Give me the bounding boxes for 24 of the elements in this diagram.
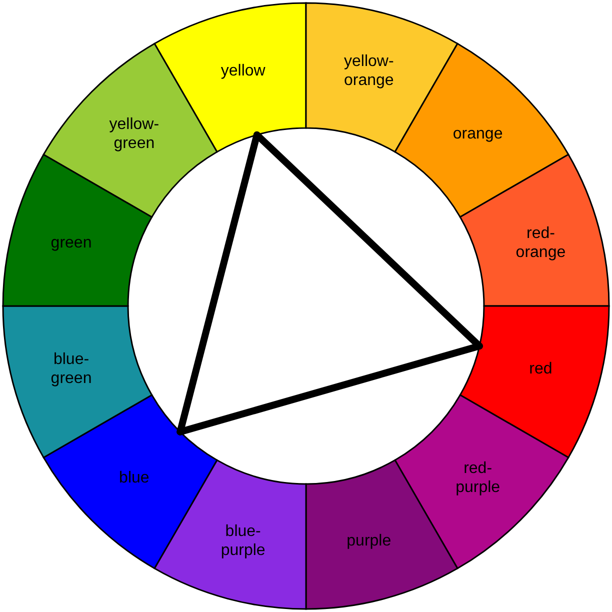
color-name: red-orange xyxy=(514,224,567,262)
color-name: blue xyxy=(118,468,150,488)
color-wedge xyxy=(2,305,153,458)
color-wedge xyxy=(394,394,570,570)
color-wedge xyxy=(42,394,218,570)
color-name: orange xyxy=(452,124,504,144)
color-wedge xyxy=(394,42,570,218)
color-name: purple xyxy=(346,531,392,550)
color-wedge xyxy=(305,459,458,610)
color-name: blue-purple xyxy=(220,522,266,560)
color-name: yellow-orange xyxy=(342,52,395,90)
color-name: yellow xyxy=(220,62,266,81)
color-name: red xyxy=(528,359,554,378)
color-wedge xyxy=(2,154,153,307)
color-wedge xyxy=(42,42,218,218)
color-name: blue-green xyxy=(50,350,93,388)
triangle-side xyxy=(176,131,260,436)
color-wedge xyxy=(459,154,610,307)
color-wedge xyxy=(154,459,307,610)
color-name: red-purple xyxy=(454,458,502,497)
color-name: green xyxy=(50,234,93,253)
color-name: yellow-green xyxy=(108,115,160,154)
triangle-side xyxy=(176,342,483,436)
color-wedge xyxy=(459,305,610,458)
